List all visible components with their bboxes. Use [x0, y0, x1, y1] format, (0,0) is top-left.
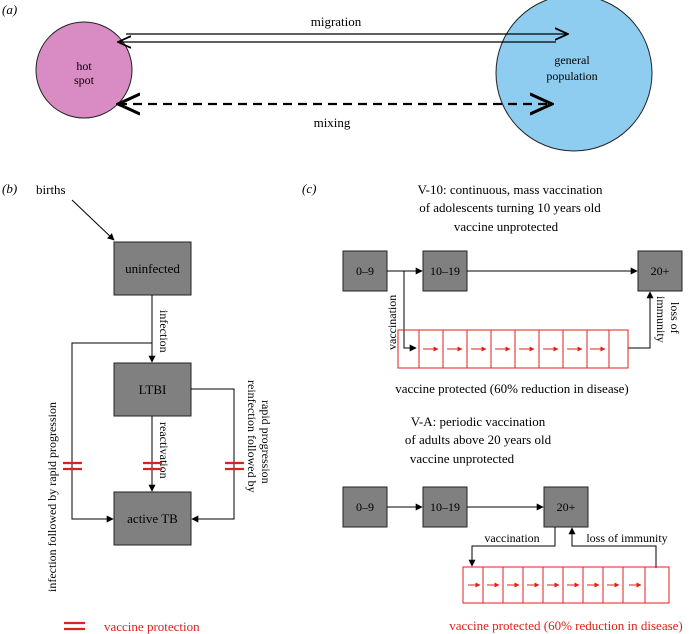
va-loss-immunity-arrow — [568, 527, 657, 568]
reinfection-right-label-2: rapid progression — [259, 400, 273, 484]
births-label: births — [36, 182, 66, 197]
reinfection-right-path — [191, 388, 235, 523]
va-vaccination-arrow — [468, 527, 556, 567]
box-uninfected-label: uninfected — [125, 261, 180, 276]
va-box-0-9 — [342, 486, 388, 528]
rapid-progression-left-label: infection followed by rapid progression — [45, 402, 59, 592]
infection-label: infection — [157, 310, 171, 353]
box-ltbi-label: LTBI — [139, 382, 167, 397]
va-box-20plus — [543, 486, 589, 528]
v10-title-2: of adolescents turning 10 years old — [419, 200, 601, 215]
v10-title-1: V-10: continuous, mass vaccination — [417, 182, 603, 197]
protection-marker-left-real — [63, 461, 82, 471]
panel-a-label: (a) — [2, 2, 17, 17]
hotspot-label-1: hot — [76, 59, 92, 73]
protection-marker-right — [225, 461, 244, 471]
general-label-2: population — [546, 69, 597, 83]
box-active-tb-label: active TB — [127, 511, 178, 526]
va-vaccination-label: vaccination — [484, 531, 539, 545]
va-box-0-9-label: 0–9 — [356, 500, 374, 514]
v10-loss-label-1: loss of — [668, 302, 682, 334]
va-box-10-19-label: 10–19 — [430, 500, 460, 514]
hotspot-label-2: spot — [74, 73, 95, 87]
va-box-20plus-label: 20+ — [557, 500, 576, 514]
general-label-1: general — [554, 53, 590, 67]
births-arrow — [71, 199, 115, 241]
migration-label: migration — [311, 14, 362, 29]
v10-vaccination-arrow — [403, 271, 417, 352]
v10-protected-label: vaccine protected (60% reduction in dise… — [395, 381, 629, 396]
va-unprotected: vaccine unprotected — [410, 451, 515, 466]
v10-box-10-19-label: 10–19 — [430, 264, 460, 278]
v10-loss-label-2: immunity — [654, 296, 668, 343]
box-active-tb — [113, 491, 192, 546]
v10-protected-compartments — [397, 329, 629, 369]
v10-loss-immunity-arrow — [628, 291, 654, 349]
va-title-1: V-A: periodic vaccination — [411, 414, 546, 429]
legend-protection-label: vaccine protection — [104, 619, 200, 634]
v10-vaccination-label: vaccination — [385, 295, 399, 350]
v10-box-20plus-label: 20+ — [651, 264, 670, 278]
v10-box-10-19 — [422, 250, 468, 292]
panel-b-label: (b) — [2, 181, 17, 196]
v10-unprotected: vaccine unprotected — [454, 219, 559, 234]
box-ltbi — [113, 362, 192, 417]
mixing-label: mixing — [314, 115, 351, 130]
reactivation-label: reactivation — [157, 422, 171, 479]
v10-box-0-9-label: 0–9 — [356, 264, 374, 278]
hotspot-circle — [35, 21, 133, 119]
rapid-progression-left-path — [71, 342, 152, 523]
v10-box-0-9 — [342, 250, 388, 292]
v10-box-20plus — [637, 250, 683, 292]
va-title-2: of adults above 20 years old — [405, 432, 552, 447]
legend-protection-marker — [64, 621, 85, 631]
reinfection-right-label-1: reinfection followed by — [245, 380, 259, 493]
va-box-10-19 — [422, 486, 468, 528]
panel-c-label: (c) — [302, 181, 316, 196]
va-protected-label: vaccine protected (60% reduction in dise… — [449, 618, 683, 633]
va-protected-compartments — [462, 566, 670, 604]
va-loss-label: loss of immunity — [586, 531, 667, 545]
protection-marker-center — [143, 461, 162, 471]
